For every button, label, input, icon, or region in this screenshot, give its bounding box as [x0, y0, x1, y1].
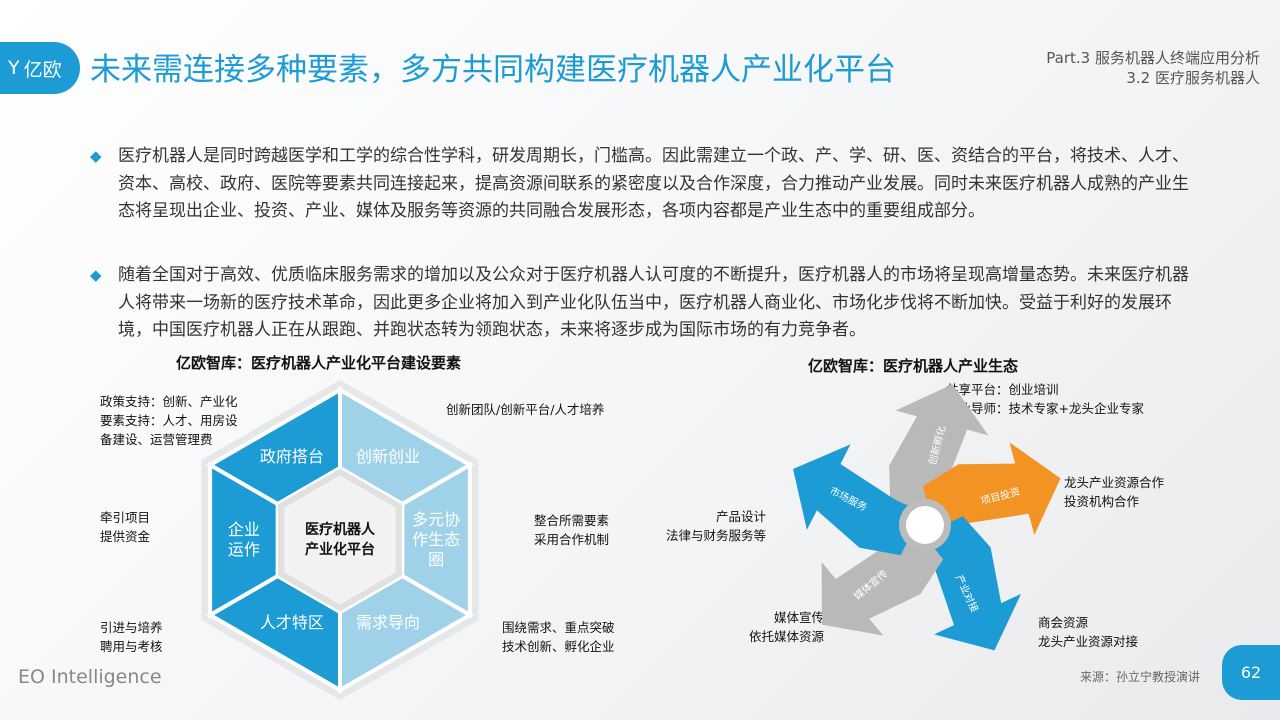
hex-center-label: 医疗机器人产业化平台: [305, 522, 375, 558]
source-note: 来源：孙立宁教授演讲: [1080, 670, 1201, 684]
hex-segment-label: 创新创业: [356, 446, 421, 466]
hex-segment-label: 需求导向: [356, 613, 421, 633]
pinwheel-center: [906, 506, 944, 544]
logo-y-icon: Y: [8, 57, 20, 79]
desc-investment: 龙头产业资源合作投资机构合作: [1064, 475, 1165, 509]
desc-industry: 商会资源龙头产业资源对接: [1038, 615, 1139, 649]
bullet-2: 随着全国对于高效、优质临床服务需求的增加以及公众对于医疗机器人认可度的不断提升，…: [90, 262, 1200, 345]
desc-demand: 围绕需求、重点突破技术创新、孵化企业: [502, 620, 615, 654]
ecosystem-arrow: [912, 516, 1022, 651]
hex-center: [278, 468, 402, 612]
desc-enterprise: 牵引项目提供资金: [100, 510, 151, 544]
desc-talent: 引进与培养聘用与考核: [100, 620, 163, 654]
left-chart-title: 亿欧智库：医疗机器人产业化平台建设要素: [176, 354, 462, 372]
bullet-1: 医疗机器人是同时跨越医学和工学的综合性学科，研发周期长，门槛高。因此需建立一个政…: [90, 143, 1200, 226]
hex-segment-label: 多元协作生态圈: [412, 510, 461, 569]
hex-segment-label: 政府搭台: [259, 446, 324, 466]
ecosystem-arrow: [889, 384, 989, 522]
desc-incubation: 共享平台：创业培训创业导师：技术专家+龙头企业专家: [946, 382, 1144, 416]
desc-market: 产品设计法律与财务服务等: [665, 509, 766, 543]
desc-media: 媒体宣传依托媒体资源: [748, 610, 824, 644]
hex-segment-label: 企业运作: [227, 520, 260, 559]
footer-brand: EO Intelligence: [18, 666, 162, 688]
right-chart-title: 亿欧智库：医疗机器人产业生态: [808, 357, 1019, 375]
page-number: 62: [1222, 645, 1280, 700]
ecosystem-arrow: [793, 444, 927, 556]
desc-innovation: 创新团队/创新平台/人才培养: [446, 402, 605, 417]
desc-ecosystem: 整合所需要素采用合作机制: [534, 513, 610, 547]
hex-segment-label: 人才特区: [259, 613, 324, 633]
ecosystem-arrow: [922, 442, 1061, 541]
page-title: 未来需连接多种要素，多方共同构建医疗机器人产业化平台: [90, 52, 896, 88]
desc-gov: 政策支持：创新、产业化要素支持：人才、用房设备建设、运营管理费: [100, 394, 238, 447]
hex-segment: [208, 461, 280, 619]
